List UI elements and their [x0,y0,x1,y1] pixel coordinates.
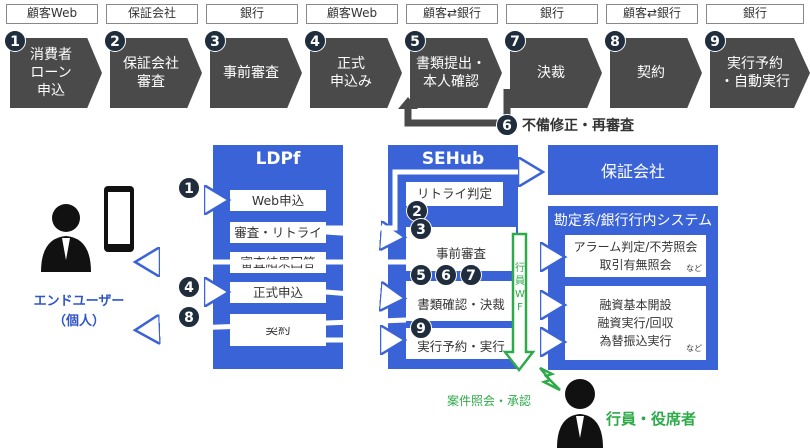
actor-label: 顧客⇄銀行 [406,4,498,24]
flow-number: 5 [410,264,432,286]
flow-number: 1 [178,177,200,199]
approval-label: 案件照会・承認 [447,394,532,408]
step-number: 5 [404,30,426,52]
core-loan-box: 融資基本開設 融資実行/回収 為替振込実行 [565,286,706,360]
ldpf-web-apply: Web申込 [230,190,326,211]
ldpf-title: LDPf [255,149,301,169]
loop-label: 不備修正・再審査 [522,118,634,134]
step-number: 9 [704,30,726,52]
step-number: 6 [496,114,518,136]
actor-label: 顧客Web [306,4,398,24]
step-chevron: 実行予約 ・自動実行 [710,38,810,108]
step-number: 2 [104,30,126,52]
end-user-label: エンドユーザー （個人） [33,294,125,329]
wf-arrow-icon [502,232,536,373]
step-chevron: 正式 申込み [310,38,402,108]
step-chevron: 保証会社 審査 [110,38,202,108]
core-title: 勘定系/銀行行内システム [553,213,713,229]
actor-label: 保証会社 [106,4,198,24]
step-chevron: 決裁 [510,38,602,108]
sehub-doc-decision: 書類確認・決裁 [406,281,516,321]
step-number: 1 [4,30,26,52]
ldpf-contract: 契約 [230,314,326,346]
etc-label: など [686,344,702,353]
step-chevron: 書類提出・ 本人確認 [410,38,502,108]
step-number: 3 [204,30,226,52]
arrow-contract-back [140,320,407,330]
core-loan-text: 融資基本開設 融資実行/回収 為替振込実行 [597,298,674,348]
staff-person-icon [557,379,603,448]
step-chevron: 消費者 ローン 申込 [10,38,102,108]
core-alarm-text: アラーム判定/不芳照会 取引有無照会 [573,240,698,272]
flow-number: 3 [410,218,432,240]
actor-label: 顧客⇄銀行 [606,4,698,24]
actor-label: 顧客Web [6,4,98,24]
ldpf-formal-apply: 正式申込 [230,282,326,303]
flow-number: 6 [435,264,457,286]
actor-label: 銀行 [206,4,298,24]
staff-label: 行員・役席者 [606,410,697,428]
arrow-doc [325,292,400,298]
approval-arrow-icon [539,366,561,392]
user-with-phone-icon [41,186,134,272]
step-number: 4 [304,30,326,52]
step-number: 8 [604,30,626,52]
core-alarm-box: アラーム判定/不芳照会 取引有無照会 [565,235,706,277]
flow-number: 9 [410,317,432,339]
arrow-pre-review [325,232,400,237]
ldpf-review-retry: 審査・リトライ [230,222,326,243]
step-chevron: 契約 [610,38,702,108]
loop-arrow-icon [398,89,511,127]
etc-label: など [686,264,702,273]
actor-label: 銀行 [706,4,804,24]
wf-label: 行 員 W F [515,263,525,313]
sehub-title: SEHub [421,149,485,169]
flow-number: 4 [178,276,200,298]
flow-number: 7 [460,264,482,286]
step-number: 7 [504,30,526,52]
arrow-guarantor [326,172,538,231]
flow-number: 8 [178,306,200,328]
guarantor-panel: 保証会社 [548,145,718,195]
step-chevron: 事前審査 [210,38,302,108]
actor-label: 銀行 [506,4,598,24]
